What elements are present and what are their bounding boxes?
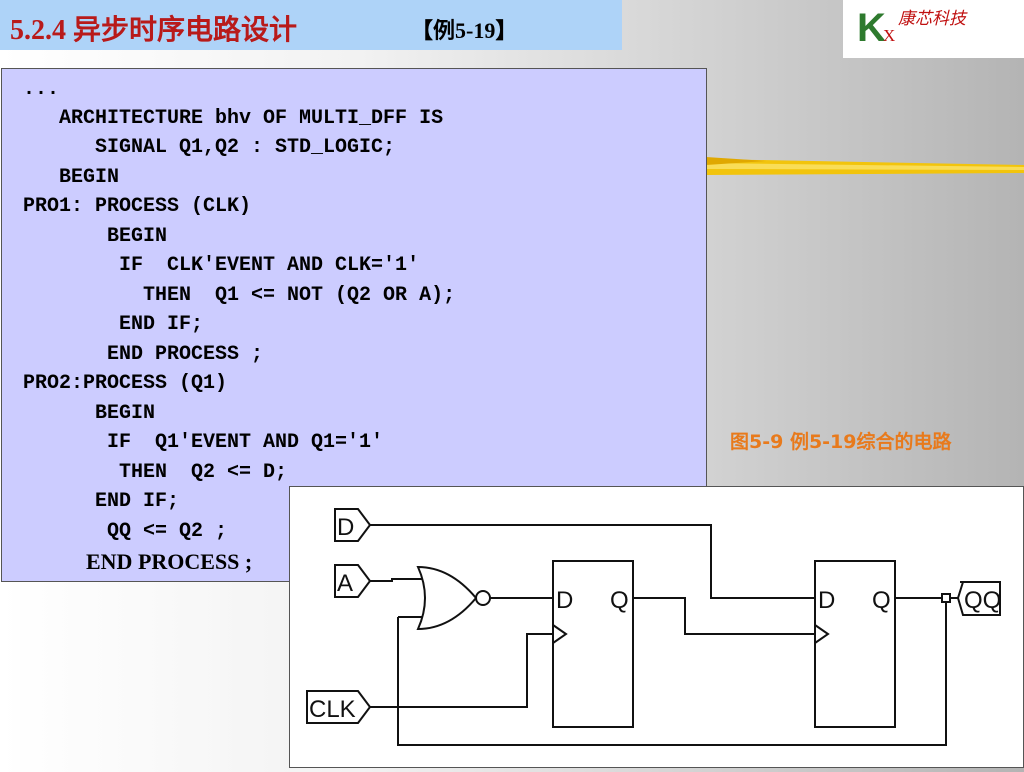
- code-line: QQ <= Q2 ;: [23, 520, 228, 543]
- title-bar: 5.2.4 异步时序电路设计 【例5-19】: [0, 0, 622, 50]
- label-input-d: D: [337, 514, 354, 541]
- nor-gate: [416, 565, 478, 631]
- code-line: BEGIN: [23, 166, 120, 189]
- figure-caption: 图5-9 例5-19综合的电路: [730, 431, 952, 453]
- label-input-clk: CLK: [309, 696, 356, 723]
- code-line: END IF;: [23, 490, 180, 513]
- code-line: END IF;: [23, 313, 204, 336]
- input-pin-a: [334, 564, 372, 598]
- code-line: IF CLK'EVENT AND CLK='1': [23, 254, 420, 277]
- label-ff1-q: Q: [610, 587, 629, 614]
- code-line: SIGNAL Q1,Q2 : STD_LOGIC;: [23, 136, 396, 159]
- label-ff2-q: Q: [872, 587, 891, 614]
- logo-letter-x: X: [883, 26, 896, 45]
- output-pin-qq: [956, 581, 1001, 616]
- junction-node: [941, 593, 951, 603]
- label-ff2-d: D: [818, 587, 835, 614]
- logo-letter-k: K: [857, 6, 886, 50]
- label-input-a: A: [337, 570, 353, 597]
- circuit-diagram: D A CLK QQ D Q D Q: [289, 486, 1024, 768]
- flip-flop-1: [552, 560, 634, 728]
- input-pin-clk: [306, 690, 372, 724]
- input-pin-d: [334, 508, 372, 542]
- decorative-stripe: [706, 157, 1024, 175]
- code-line: THEN Q2 <= D;: [23, 461, 288, 484]
- code-line: ...: [23, 78, 60, 101]
- code-line-end-process: END PROCESS ;: [86, 549, 253, 574]
- company-logo: K X 康芯科技: [843, 0, 1024, 58]
- code-line: ARCHITECTURE bhv OF MULTI_DFF IS: [23, 107, 444, 130]
- code-line: THEN Q1 <= NOT (Q2 OR A);: [23, 284, 456, 307]
- code-line: PRO1: PROCESS (CLK): [23, 195, 252, 218]
- circuit-schematic: D A CLK QQ D Q D Q: [306, 508, 1001, 746]
- label-ff1-d: D: [556, 587, 573, 614]
- label-output-qq: QQ: [964, 587, 1001, 614]
- nor-bubble: [475, 590, 491, 606]
- code-line: END PROCESS ;: [23, 343, 264, 366]
- code-line: IF Q1'EVENT AND Q1='1': [23, 431, 384, 454]
- code-line: BEGIN: [23, 402, 156, 425]
- logo-company-name: 康芯科技: [898, 9, 966, 29]
- code-line: PRO2:PROCESS (Q1): [23, 372, 228, 395]
- code-line: BEGIN: [23, 225, 168, 248]
- flip-flop-2: [814, 560, 896, 728]
- example-number: 【例5-19】: [411, 18, 518, 43]
- slide-title: 5.2.4 异步时序电路设计: [10, 15, 298, 46]
